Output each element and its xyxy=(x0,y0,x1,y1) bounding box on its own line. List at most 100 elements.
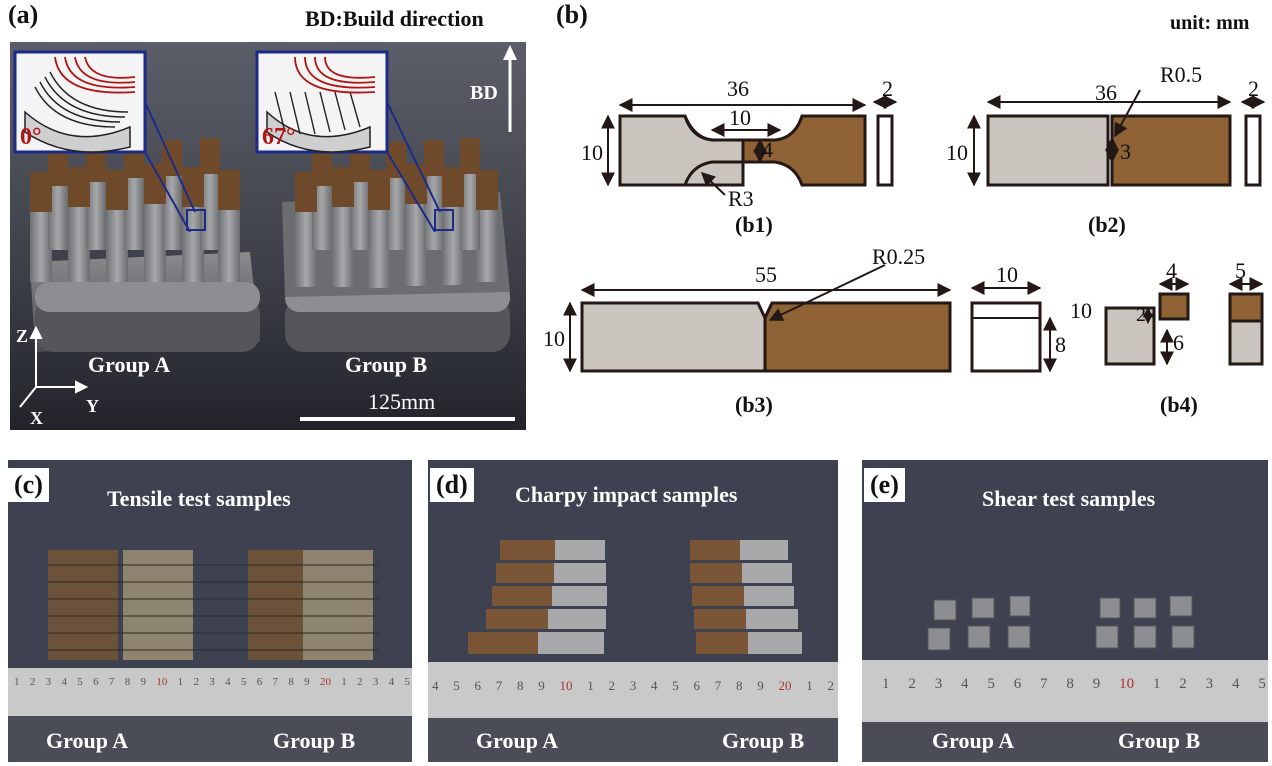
b2-notch-width: 3 xyxy=(1120,139,1131,164)
ruler-tick: 6 xyxy=(693,678,701,693)
shear-samples xyxy=(927,595,1195,651)
ruler-tick: 7 xyxy=(108,676,115,688)
ruler-tick: 2 xyxy=(827,678,835,693)
ruler-tick: 2 xyxy=(29,676,36,688)
b2-height: 10 xyxy=(946,140,968,165)
inset-left-angle: 0° xyxy=(20,124,42,150)
b4-caption: (b4) xyxy=(1160,392,1198,417)
b3-side-width: 10 xyxy=(996,262,1018,287)
panel-c-group-a: Group A xyxy=(46,728,129,753)
ruler-tick: 9 xyxy=(140,676,147,688)
ruler-tick: 1 xyxy=(177,676,184,688)
ruler-tick: 20 xyxy=(319,676,331,688)
panel-e-group-b: Group B xyxy=(1118,728,1201,753)
ruler-tick: 5 xyxy=(453,678,460,693)
b3-height: 10 xyxy=(543,326,565,351)
b1-gauge-length: 10 xyxy=(729,105,751,130)
charpy-samples xyxy=(468,540,802,654)
panel-c-title: Tensile test samples xyxy=(107,486,291,511)
charpy-specimen-drawing xyxy=(563,264,1057,373)
ruler xyxy=(862,660,1268,722)
tensile-samples-photo xyxy=(8,460,412,762)
ruler-tick: 4 xyxy=(61,676,67,688)
ruler-tick: 20 xyxy=(778,678,792,693)
ruler-tick: 7 xyxy=(1040,676,1048,692)
group-b-label: Group B xyxy=(345,352,428,377)
ruler-tick: 2 xyxy=(1179,676,1187,692)
panel-d-group-b: Group B xyxy=(722,728,805,753)
panel-b-label: (b) xyxy=(556,0,588,29)
ruler-tick: 6 xyxy=(474,678,482,693)
ruler-tick: 2 xyxy=(357,676,363,688)
ruler-tick: 7 xyxy=(272,676,279,688)
b2-length: 36 xyxy=(1095,80,1117,105)
notched-tensile-specimen-drawing xyxy=(967,89,1266,187)
ruler-tick: 10 xyxy=(156,676,168,688)
panel-e-title: Shear test samples xyxy=(982,486,1156,511)
unit-label: unit: mm xyxy=(1170,12,1250,34)
ruler-tick: 9 xyxy=(304,676,310,688)
panel-d-group-a: Group A xyxy=(476,728,559,753)
axis-y-label: Y xyxy=(86,396,99,416)
ruler-tick: 2 xyxy=(908,676,916,692)
panel-c-group-b: Group B xyxy=(273,728,356,753)
specimen-drawings xyxy=(563,89,1266,373)
panel-d-title: Charpy impact samples xyxy=(515,482,738,507)
scan-strategy-inset-left xyxy=(13,50,206,233)
b1-height: 10 xyxy=(581,140,603,165)
b1-caption: (b1) xyxy=(735,212,773,237)
panel-d-label: (d) xyxy=(430,468,474,502)
panel-a-label: (a) xyxy=(8,0,39,29)
ruler-tick: 3 xyxy=(209,676,215,688)
ruler-tick: 3 xyxy=(372,676,379,688)
ruler-tick: 5 xyxy=(672,678,679,693)
b3-length: 55 xyxy=(755,262,777,287)
ruler-tick: 10 xyxy=(559,678,573,693)
b4-lower-height: 6 xyxy=(1173,330,1184,355)
b2-radius: R0.5 xyxy=(1160,62,1203,87)
panel-c-label: (c) xyxy=(8,468,49,502)
b1-gauge-width: 4 xyxy=(762,137,773,162)
ruler-tick: 1 xyxy=(341,676,347,688)
ruler-tick: 1 xyxy=(587,678,594,693)
build-direction-caption: BD:Build direction xyxy=(305,6,484,31)
scale-bar-label: 125mm xyxy=(368,389,436,414)
ruler-tick: 5 xyxy=(987,676,995,692)
bd-arrow xyxy=(503,45,517,132)
ruler-tick: 9 xyxy=(538,678,545,693)
axis-x-label: X xyxy=(30,408,43,428)
ruler-tick: 4 xyxy=(225,676,231,688)
ruler-tick: 3 xyxy=(45,676,52,688)
group-a-label: Group A xyxy=(88,352,171,377)
ruler-tick: 9 xyxy=(1092,676,1101,692)
ruler-tick: 1 xyxy=(806,678,813,693)
axis-triad xyxy=(19,325,89,408)
ruler-tick: 7 xyxy=(714,678,722,693)
build-plate-left xyxy=(30,138,260,352)
b4-step-width: 4 xyxy=(1166,258,1177,283)
ruler-tick: 4 xyxy=(651,678,658,693)
ruler-tick: 6 xyxy=(93,676,99,688)
ruler-tick: 5 xyxy=(404,676,411,688)
ruler xyxy=(8,668,412,716)
ruler-tick: 4 xyxy=(961,676,969,692)
shear-specimen-drawing xyxy=(1104,277,1264,366)
ruler-tick: 1 xyxy=(1152,676,1161,692)
ruler-tick: 8 xyxy=(517,678,524,693)
panel-e-label: (e) xyxy=(864,468,905,502)
ruler-tick: 2 xyxy=(193,676,199,688)
ruler-tick: 5 xyxy=(77,676,83,688)
panel-e-group-a: Group A xyxy=(932,728,1015,753)
b4-side-width: 5 xyxy=(1235,258,1246,283)
build-plate-right xyxy=(282,138,510,352)
b1-thickness: 2 xyxy=(882,76,893,101)
axis-z-label: Z xyxy=(16,326,29,346)
ruler-tick: 3 xyxy=(934,676,943,692)
b3-side-height: 8 xyxy=(1055,332,1066,357)
ruler-tick: 4 xyxy=(388,676,395,688)
ruler-tick: 10 xyxy=(1119,676,1135,692)
b2-thickness: 2 xyxy=(1248,76,1259,101)
ruler-tick: 1 xyxy=(882,676,890,692)
